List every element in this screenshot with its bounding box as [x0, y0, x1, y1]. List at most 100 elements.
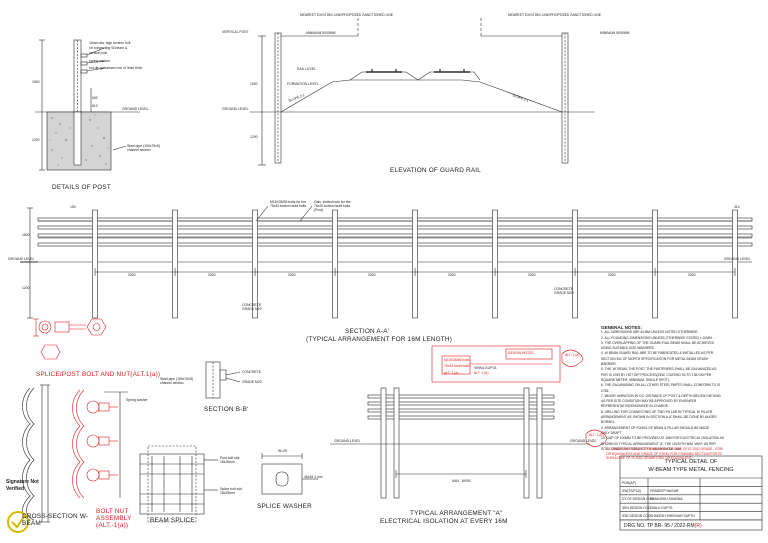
section-aa-drawing [20, 205, 753, 319]
bolt-nut-assembly-title: BOLT NUT ASSEMBLY (ALT.-1(a)) [96, 508, 132, 529]
general-note-line: 1. ALL DIMENSIONS ARE IN MM UNLESS NOTED… [601, 330, 699, 335]
general-note-line: SECTION 811 OF MORTH SPECIFICATION FOR M… [601, 356, 709, 361]
post-note-nut: hot dip galvanized nut of 3mm thick [89, 66, 143, 70]
beam-splice-title: BEAM SPLICE [150, 517, 195, 524]
elevation-ground-level: GROUND LEVEL [222, 107, 249, 111]
general-note-line: 5. THE 'W' BEAM, THE POST, THE FASTENERS… [601, 367, 717, 372]
general-note-line: SQUARE METER, MINIMUM, SINGLE SPOT). [601, 377, 670, 382]
general-note-line: 2755. [601, 388, 610, 393]
general-notes-heading: GENERAL NOTES: [601, 325, 643, 330]
general-note-line: 6. THE GALVANISING ON ALL OTHER STEEL PA… [601, 383, 721, 388]
splice-bolt-slot-dim: 18x25mm [220, 491, 235, 495]
section-aa-post [172, 209, 178, 319]
red-box-alt1: ALT. 1 (a) [444, 371, 459, 375]
title-line-2: W-BEAM TYPE METAL FENCING [648, 467, 734, 473]
title-row-role: PDM(AP) [622, 480, 636, 485]
section-aa-bottom-grade: GRADE M20 [554, 291, 574, 295]
title-row-role: SW(TS/PLD) [622, 489, 642, 493]
section-bb-concrete: CONCRETE [242, 370, 262, 374]
section-aa-note-2b: 75x32 button head bolts [314, 204, 351, 208]
section-bb-channel-label: channel section [160, 381, 184, 385]
general-note-line: BORING. [601, 420, 615, 425]
cross-section-wbeam-drawing [22, 384, 50, 523]
elevation-dim-1200: 1200 [250, 135, 258, 139]
elevation-title: ELEVATION OF GUARD RAIL [390, 167, 482, 174]
beam-splice-drawing [139, 445, 218, 523]
general-note-line: USING SUITABLE SIZE WASHERS. [601, 346, 655, 351]
section-aa-post [572, 209, 578, 319]
span-dim-label: 2000 [288, 273, 296, 277]
section-aa-post [492, 209, 498, 319]
post-bolt-slot-label: Post bolt slot [220, 456, 240, 460]
section-bb-grade: GRADE M20 [242, 380, 262, 384]
general-note-line: 3. THE OVERLAPPING OF THE GUARD RAIL BEA… [601, 340, 715, 345]
section-aa-post [412, 209, 418, 319]
section-aa-concrete-grade: GRADE M20 [242, 307, 262, 311]
section-bb-pipe-label: Steel pipe (150x75x5) [160, 377, 193, 381]
span-dim-label: 2000 [368, 273, 376, 277]
general-note-line: 8. DRILLING FOR CONNECTING OF TWO PILLAR… [601, 409, 713, 414]
elevation-dim-1500: 1500 [250, 82, 258, 86]
section-aa-dim-310: 310 [734, 205, 740, 209]
splice-washer-drawing [261, 453, 318, 495]
general-note-line: ARRANGEMENT AS SHOWN IN SECTION A-A' SHA… [601, 415, 717, 420]
verified-seal-icon [7, 511, 29, 533]
span-dim-label: 2000 [608, 273, 616, 277]
section-aa-concrete-label: CONCRETE [242, 303, 262, 307]
typ-span-label: MAX. 16000 [452, 479, 471, 483]
section-aa-title: SECTION A-A' [345, 328, 390, 335]
post-dim-1500: 1500 [32, 80, 40, 84]
span-dim-label: 2000 [208, 273, 216, 277]
min-5000-label-1: MINIMUM 5000MM [306, 31, 336, 35]
post-note-bolt-2: for connecting W-beam & [89, 46, 128, 50]
typ-ground-left: GROUND LEVEL [334, 439, 361, 443]
general-note-line: ONLY DRAFT. [601, 430, 623, 435]
title-row-role: SSE DESIGN COD [622, 514, 651, 519]
section-aa-dim-1200: 1200 [22, 286, 30, 290]
red-revision-boxes [431, 345, 607, 447]
drawing-number: DRG NO. TP BR- 95 / 2022-RM(R) [624, 523, 702, 529]
general-note-line: 7. MINOR VARIATION IN C/C DISTANCE OF PO… [601, 393, 721, 398]
general-note-line: 2. ALL FOUNDING DIMENSIONS UNLESS OTHERW… [601, 335, 713, 340]
post-dim-600: 600 [92, 96, 98, 100]
spring-washer-label: Spring washer [126, 398, 148, 402]
title-row-name: HIMANSHU SHARMA [650, 497, 683, 502]
signature-line-1: Signature Not [6, 479, 39, 485]
general-note-line: BARRIER. [601, 362, 617, 367]
general-note-line: 9. ARRANGEMENT OF FIXING OF BEAM & PILLA… [601, 425, 710, 430]
general-notes-lines: 1. ALL DIMENSIONS ARE IN MM UNLESS NOTED… [601, 330, 751, 452]
drawing-revision: (R) [694, 523, 702, 529]
section-aa-bottom-label: CONCRETE [554, 287, 574, 291]
splice-bolt-drawing [33, 318, 107, 360]
nearest-line-label-1: NEAREST EXISTING LINE/PROPOSED SANCTIONE… [300, 13, 394, 17]
cross-section-title: CROSS-SECTION W-BEAM [22, 513, 89, 527]
section-bb-title: SECTION B-B' [204, 406, 249, 413]
typical-arrangement-drawing [330, 387, 590, 499]
title-line-1: TYPICAL DETAIL OF [664, 459, 718, 465]
red-box-bolt-2: 75x32 head bolts [444, 364, 470, 368]
section-aa-post [652, 209, 658, 319]
section-aa-post [252, 209, 258, 319]
section-aa-dim-150: 150 [70, 205, 76, 209]
rail-level-label: RAIL LEVEL [297, 67, 316, 71]
general-note-line: 10. GAP OF 100MM TO BE PROVIDED AT 16M F… [601, 436, 724, 441]
post-note-bolt: 16mm dia. high tension bolt [89, 41, 131, 45]
general-note-red-line: OR EQUIVALENT AND GRADE OF STEEL FOR CHA… [606, 451, 722, 456]
min-5000-label-2: MINIMUM 5000MM [600, 31, 630, 35]
title-row-name: PRADEEP NAGAR [650, 489, 679, 493]
splice-bolt-title: SPLICE/POST BOLT AND NUT(ALT.1(a)) [36, 371, 161, 378]
section-aa-post [92, 209, 98, 319]
section-aa-note-2c: (Post) [314, 208, 324, 212]
span-dim-label: 2000 [128, 273, 136, 277]
section-aa-post [332, 209, 338, 319]
general-note-red-line: 11. GRADE OF STEEL FOR W-BEAM SHOULD BE … [606, 447, 724, 451]
general-note-line: PER IS 4759 BY HOT DIP PROCESS(ZINC COAT… [601, 372, 712, 377]
red-box-bolt-1: M16X35/55 bolts [444, 358, 470, 362]
section-aa-note-1: M16X35/55 bolts for the [270, 200, 307, 204]
post-dim-1200: 1200 [32, 138, 40, 142]
section-aa-note-2: Galv. slotted hole for the [314, 200, 351, 204]
typ-ground-right: GROUND LEVEL [570, 439, 597, 443]
details-of-post-title: DETAILS OF POST [52, 184, 111, 191]
general-notes: GENERAL NOTES: 1. ALL DIMENSIONS ARE IN … [601, 325, 751, 452]
